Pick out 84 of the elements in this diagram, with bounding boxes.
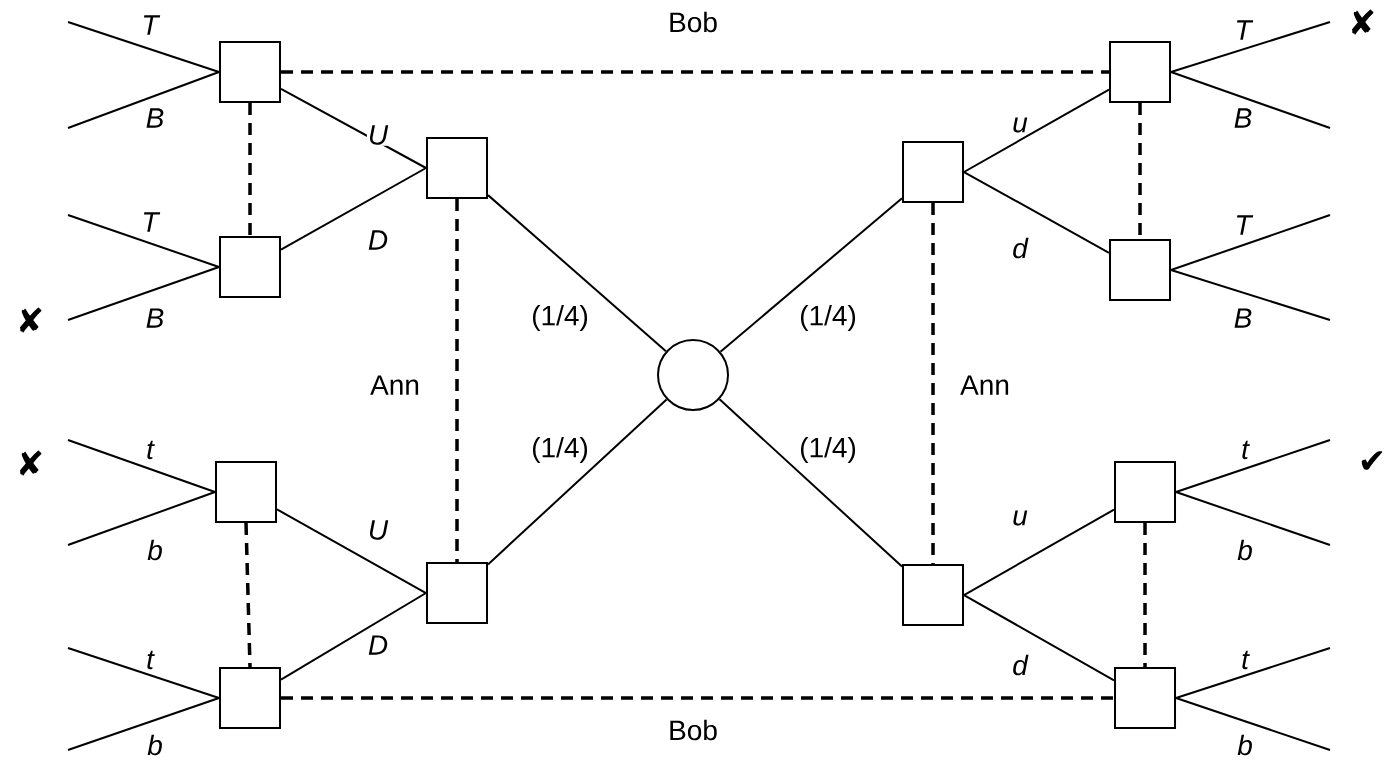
tree-branch bbox=[1170, 71, 1331, 129]
edge-label: d bbox=[1011, 236, 1029, 260]
outcome-mark: ✔ bbox=[1361, 451, 1383, 470]
edge-label: b bbox=[146, 538, 164, 562]
decision-box bbox=[219, 667, 281, 729]
edge-label: T bbox=[140, 211, 161, 233]
tree-branch bbox=[67, 647, 220, 699]
edge-label: b bbox=[1236, 733, 1254, 757]
edge-label: Bob bbox=[667, 10, 719, 34]
edge-label: t bbox=[145, 649, 155, 671]
tree-branch bbox=[963, 171, 1110, 254]
tree-branch bbox=[1170, 21, 1331, 73]
edge-label: B bbox=[144, 107, 166, 129]
edge-label: t bbox=[1240, 649, 1250, 671]
edge-label: B bbox=[1232, 307, 1254, 329]
tree-branch bbox=[1170, 214, 1331, 271]
edge-label: U bbox=[366, 519, 390, 541]
edge-label: Ann bbox=[959, 374, 1011, 396]
decision-box bbox=[902, 141, 964, 203]
tree-branch bbox=[719, 197, 903, 353]
edge-label: B bbox=[1232, 107, 1254, 129]
information-set-line bbox=[281, 696, 1114, 700]
tree-branch bbox=[487, 194, 667, 353]
decision-box bbox=[1109, 239, 1171, 301]
edge-label: u bbox=[1011, 509, 1029, 527]
tree-branch bbox=[963, 594, 1115, 682]
outcome-mark: ✘ bbox=[19, 307, 42, 333]
tree-branch bbox=[1170, 269, 1331, 321]
decision-box bbox=[219, 41, 281, 103]
information-set-line bbox=[455, 199, 459, 562]
information-set-line bbox=[931, 203, 935, 564]
edge-label: B bbox=[144, 307, 166, 329]
tree-branch bbox=[1175, 491, 1331, 546]
decision-box bbox=[426, 137, 488, 199]
decision-box bbox=[426, 562, 488, 624]
information-set-line bbox=[248, 103, 252, 236]
tree-branch bbox=[67, 439, 216, 493]
tree-branch bbox=[276, 508, 427, 594]
tree-branch bbox=[280, 87, 427, 169]
tree-branch bbox=[67, 214, 220, 268]
tree-branch bbox=[718, 398, 903, 568]
tree-branch bbox=[487, 398, 668, 566]
edge-label: D bbox=[366, 634, 390, 656]
tree-branch bbox=[67, 697, 220, 751]
tree-branch bbox=[67, 266, 220, 321]
edge-label: t bbox=[145, 439, 155, 461]
edge-label: Bob bbox=[667, 718, 719, 742]
tree-branch bbox=[963, 88, 1110, 173]
edge-label: T bbox=[1233, 19, 1254, 41]
edge-label: u bbox=[1011, 116, 1029, 134]
edge-label: D bbox=[366, 229, 390, 251]
tree-branch bbox=[1175, 439, 1331, 493]
edge-label: (1/4) bbox=[530, 435, 590, 465]
tree-branch bbox=[280, 592, 427, 681]
tree-branch bbox=[1175, 697, 1331, 751]
edge-label: (1/4) bbox=[798, 303, 858, 333]
information-set-line bbox=[244, 522, 252, 668]
tree-branch bbox=[67, 491, 216, 546]
tree-branch bbox=[67, 21, 220, 73]
outcome-mark: ✘ bbox=[1351, 9, 1374, 35]
edge-label: T bbox=[1233, 214, 1254, 236]
outcome-mark: ✘ bbox=[19, 450, 42, 476]
edge-label: b bbox=[146, 733, 164, 757]
information-set-line bbox=[1143, 523, 1147, 667]
tree-branch bbox=[1175, 647, 1331, 699]
decision-box bbox=[219, 236, 281, 298]
edge-label: (1/4) bbox=[798, 435, 858, 465]
tree-branch bbox=[67, 71, 220, 129]
edge-label: T bbox=[140, 14, 161, 36]
decision-box bbox=[1114, 667, 1176, 729]
edge-label: (1/4) bbox=[530, 303, 590, 333]
chance-circle bbox=[657, 339, 729, 411]
edge-label: d bbox=[1011, 653, 1029, 677]
tree-branch bbox=[280, 167, 427, 251]
tree-branch bbox=[963, 508, 1115, 596]
decision-box bbox=[1109, 41, 1171, 103]
decision-box bbox=[215, 461, 277, 523]
edge-label: Ann bbox=[369, 374, 421, 396]
edge-label: b bbox=[1236, 538, 1254, 562]
edge-label: U bbox=[366, 124, 390, 146]
information-set-line bbox=[281, 70, 1109, 74]
decision-box bbox=[1114, 461, 1176, 523]
edge-label: t bbox=[1240, 439, 1250, 461]
decision-box bbox=[902, 564, 964, 626]
